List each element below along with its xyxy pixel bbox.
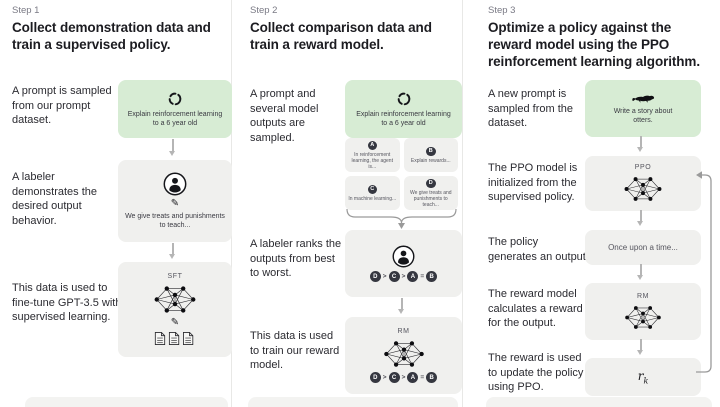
step3-desc-prompt: A new prompt is sampled from the dataset…: [488, 88, 573, 129]
option-b-badge: B: [426, 146, 436, 156]
step2-rm-box: RM D > C > A = B: [345, 317, 462, 394]
column-divider: [462, 0, 463, 407]
down-arrow: [637, 210, 643, 226]
option-c-box: C In machine learning...: [345, 176, 400, 210]
step3-label: Step 3: [488, 5, 516, 16]
cutoff-card: [486, 397, 712, 407]
down-arrow: [637, 339, 643, 355]
down-arrow: [169, 139, 175, 156]
rank-chip: A: [407, 372, 419, 383]
step3-reward-box: rk: [585, 358, 701, 396]
step2-desc-sampled: A prompt and several model outputs are s…: [250, 88, 319, 144]
down-arrow: [637, 136, 643, 152]
reward-symbol: rk: [637, 368, 649, 386]
step1-label: Step 1: [12, 5, 40, 16]
rank-chip: B: [426, 372, 438, 383]
step2-desc-rank: A labeler ranks the outputs from best to…: [250, 238, 342, 279]
option-a-box: A In reinforcement learning, the agent i…: [345, 138, 400, 172]
step3-prompt-box: Write a story about otters.: [585, 80, 701, 137]
option-c-badge: C: [367, 184, 377, 194]
step2-prompt-text: Explain reinforcement learning to a 6 ye…: [356, 110, 451, 127]
neural-network-icon: [623, 304, 663, 331]
rank-separator: >: [401, 273, 406, 280]
option-b-text: Explain rewards...: [410, 157, 451, 164]
down-arrow: [398, 298, 404, 314]
step3-title: Optimize a policy against the reward mod…: [488, 20, 700, 69]
step1-title: Collect demonstration data and train a s…: [12, 20, 211, 52]
rank-separator: >: [382, 273, 387, 280]
rm-model-tag: RM: [397, 328, 410, 335]
rank-separator: =: [420, 273, 425, 280]
option-b-box: B Explain rewards...: [403, 138, 458, 172]
otter-icon: [631, 93, 655, 104]
labeler-person-icon: [392, 245, 415, 268]
neural-network-icon: [153, 284, 197, 315]
step3-rm-box: RM: [585, 283, 701, 340]
rank-separator: >: [401, 374, 406, 381]
down-arrow: [637, 264, 643, 280]
step2-output-options: A In reinforcement learning, the agent i…: [345, 138, 458, 210]
sft-model-tag: SFT: [167, 273, 183, 280]
cutoff-card: [25, 397, 228, 407]
step2-prompt-box: Explain reinforcement learning to a 6 ye…: [345, 80, 462, 138]
option-a-badge: A: [367, 140, 377, 150]
ppo-model-tag: PPO: [634, 164, 652, 171]
cycle-icon: [396, 91, 412, 107]
step1-prompt-box: Explain reinforcement learning to a 6 ye…: [118, 80, 232, 138]
step2-title: Collect comparison data and train a rewa…: [250, 20, 432, 52]
rank-chip: D: [369, 271, 381, 282]
step2-labeler-box: D > C > A = B: [345, 230, 462, 297]
rank-chip: C: [388, 372, 400, 383]
step1-labeler-text: We give treats and punishments to teach.…: [125, 213, 225, 229]
rank-chip: A: [407, 271, 419, 282]
step3-output-text: Once upon a time...: [608, 243, 678, 252]
rank-separator: =: [420, 374, 425, 381]
step3-output-box: Once upon a time...: [585, 230, 701, 265]
labeler-person-icon: [163, 172, 187, 196]
down-arrow: [169, 243, 175, 259]
neural-network-icon: [383, 339, 425, 369]
rank-chip: B: [426, 271, 438, 282]
step3-prompt-text: Write a story about otters.: [613, 107, 673, 124]
step3-ppo-box: PPO: [585, 156, 701, 211]
step3-desc-output: The policy generates an output.: [488, 236, 589, 263]
ranking-row: D > C > A = B: [369, 372, 438, 383]
rm-model-tag: RM: [636, 292, 650, 300]
step1-prompt-text: Explain reinforcement learning to a 6 ye…: [127, 110, 223, 127]
option-c-text: In machine learning...: [348, 195, 397, 202]
brace-down-icon: [346, 208, 457, 229]
step2-label: Step 2: [250, 5, 278, 16]
step3-desc-init: The PPO model is initialized from the su…: [488, 162, 578, 203]
option-d-badge: D: [426, 178, 436, 188]
ranking-row: D > C > A = B: [369, 271, 438, 282]
rank-chip: C: [388, 271, 400, 282]
step1-desc-finetune: This data is used to fine-tune GPT-3.5 w…: [12, 282, 122, 323]
step1-desc-labeler: A labeler demonstrates the desired outpu…: [12, 171, 97, 227]
step1-desc-prompt: A prompt is sampled from our prompt data…: [12, 85, 112, 126]
documents-icon: [153, 331, 197, 346]
option-d-box: D We give treats and punishments to teac…: [403, 176, 458, 210]
step2-desc-train: This data is used to train our reward mo…: [250, 330, 340, 371]
pencil-icon: ✎: [170, 317, 180, 328]
rank-separator: >: [382, 374, 387, 381]
option-d-text: We give treats and punishments to teach.…: [409, 189, 452, 208]
option-a-text: In reinforcement learning, the agent is.…: [351, 151, 393, 170]
step1-sft-box: SFT ✎: [118, 262, 232, 357]
pencil-icon: ✎: [170, 198, 180, 209]
step3-desc-update: The reward is used to update the policy …: [488, 352, 584, 393]
cutoff-card: [248, 397, 458, 407]
rank-chip: D: [369, 372, 381, 383]
step1-labeler-box: ✎ We give treats and punishments to teac…: [118, 160, 232, 242]
cycle-icon: [167, 91, 183, 107]
ppo-feedback-loop-arrow: [696, 171, 712, 373]
neural-network-icon: [623, 175, 663, 203]
step3-desc-reward: The reward model calculates a reward for…: [488, 288, 583, 329]
